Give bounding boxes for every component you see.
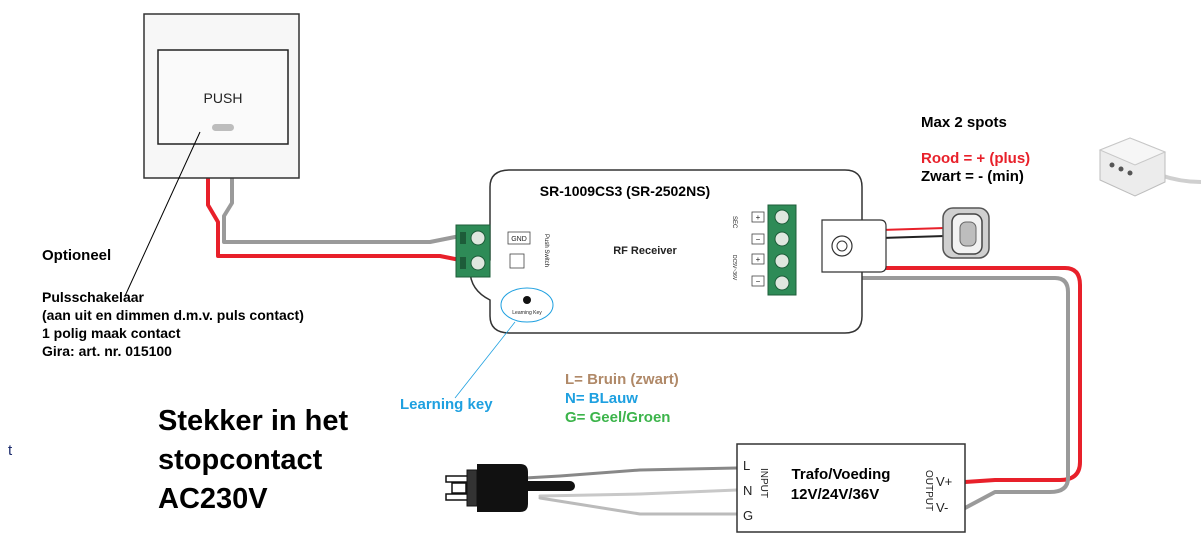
plug-face — [466, 469, 478, 507]
junction-box-top — [1098, 137, 1167, 166]
junction-port — [1118, 166, 1124, 172]
receiver-model: SR-1009CS3 (SR-2502NS) — [540, 183, 710, 199]
learning-key-ring[interactable] — [500, 287, 554, 323]
dc-minus-sign: − — [756, 277, 761, 286]
terminal-screw — [470, 230, 486, 246]
mains-wire-g — [538, 496, 739, 516]
terminal-screw — [774, 231, 790, 247]
mains-wire-legend: L= Bruin (zwart) N= BLauw G= Geel/Groen — [565, 370, 679, 427]
mains-legend-g: G= Geel/Groen — [565, 409, 671, 426]
plug-instruction: Stekker in het stopcontact AC230V — [158, 402, 348, 519]
plug-prong-top — [445, 475, 469, 483]
push-label: PUSH — [204, 90, 243, 106]
mains-wire-l — [523, 466, 739, 480]
plug-body — [477, 464, 528, 512]
dc-label: DC5V~36V — [731, 255, 737, 281]
sec-plus-box — [751, 211, 765, 223]
learning-key-button[interactable] — [523, 296, 531, 304]
dc-minus-box — [751, 275, 765, 287]
switch-line: (aan uit en dimmen d.m.v. puls contact) — [42, 307, 304, 323]
power-supply: L N G INPUT Trafo/Voeding 12V/24V/36V OU… — [736, 443, 966, 533]
dc-wire-gray — [788, 276, 1070, 510]
mounting-hole-inner — [836, 240, 848, 252]
plug-line: Stekker in het — [158, 405, 349, 437]
switch-line: 1 polig maak contact — [42, 325, 181, 341]
mounting-tab — [821, 219, 887, 273]
power-supply-voltage: 12V/24V/36V — [791, 486, 879, 503]
switch-description: Pulsschakelaar (aan uit en dimmen d.m.v.… — [42, 288, 304, 360]
terminal-n: N — [743, 483, 752, 498]
sec-minus-box — [751, 233, 765, 245]
sec-label: SEC — [731, 216, 737, 229]
dc-plus-box — [751, 253, 765, 265]
receiver-body — [469, 169, 863, 334]
terminal-screw — [774, 253, 790, 269]
plug-line: stopcontact — [158, 444, 323, 476]
mains-plug — [445, 464, 528, 512]
junction-port — [1127, 170, 1133, 176]
learning-key-pointer-line — [454, 321, 516, 399]
receiver-subtitle: RF Receiver — [613, 245, 677, 257]
wires — [206, 176, 1082, 516]
switch-wire-red — [206, 176, 462, 262]
terminal-vplus: V+ — [936, 474, 952, 489]
terminal-screw — [774, 209, 790, 225]
push-switch: PUSH — [143, 13, 300, 179]
gnd-box — [507, 231, 531, 245]
terminal-g: G — [743, 508, 753, 523]
mains-legend-n: N= BLauw — [565, 390, 638, 407]
learning-key-label: Learning key — [400, 396, 493, 413]
spot-lens — [959, 221, 977, 247]
switch-pointer-line — [124, 131, 201, 297]
optional-label: Optioneel — [42, 247, 112, 264]
red-wire-label: Rood = + (plus) — [921, 150, 1031, 167]
dc-plus-sign: + — [756, 255, 761, 264]
mounting-hole — [831, 235, 853, 257]
mains-wire-n — [538, 488, 739, 498]
black-wire-label: Zwart = - (min) — [921, 168, 1024, 185]
stray-character: t — [8, 442, 13, 459]
terminal-slot — [460, 257, 466, 269]
switch-wire-gray — [222, 176, 462, 244]
terminal-l: L — [743, 458, 750, 473]
switch-indicator — [212, 124, 234, 131]
plug-ground — [451, 482, 467, 494]
sec-plus-sign: + — [756, 213, 761, 222]
mains-legend-l: L= Bruin (zwart) — [565, 371, 679, 388]
terminal-screw — [470, 255, 486, 271]
switch-line: Pulsschakelaar — [42, 289, 144, 305]
plug-prong-bottom — [445, 493, 469, 501]
spot-light — [942, 207, 990, 259]
output-label: OUTPUT — [923, 470, 934, 511]
switch-line: Gira: art. nr. 015100 — [42, 343, 172, 359]
receiver: GND Push Switch Learning Key SR-1009CS3 … — [455, 169, 887, 334]
switch-symbol — [509, 253, 525, 269]
spots-title: Max 2 spots — [921, 114, 1007, 131]
push-switch-label: Push Switch — [543, 234, 549, 267]
plug-line: AC230V — [158, 483, 268, 515]
junction-box — [1098, 137, 1201, 197]
learning-key-small-label: Learning Key — [512, 310, 542, 316]
gnd-label: GND — [511, 236, 527, 243]
sec-minus-sign: − — [756, 235, 761, 244]
power-supply-body — [736, 443, 966, 533]
terminal-vminus: V- — [936, 500, 948, 515]
junction-port — [1109, 162, 1115, 168]
power-supply-title: Trafo/Voeding — [792, 466, 891, 483]
terminal-slot — [460, 232, 466, 244]
terminal-screw — [774, 275, 790, 291]
junction-box-cable — [1159, 173, 1201, 184]
input-label: INPUT — [758, 468, 769, 498]
